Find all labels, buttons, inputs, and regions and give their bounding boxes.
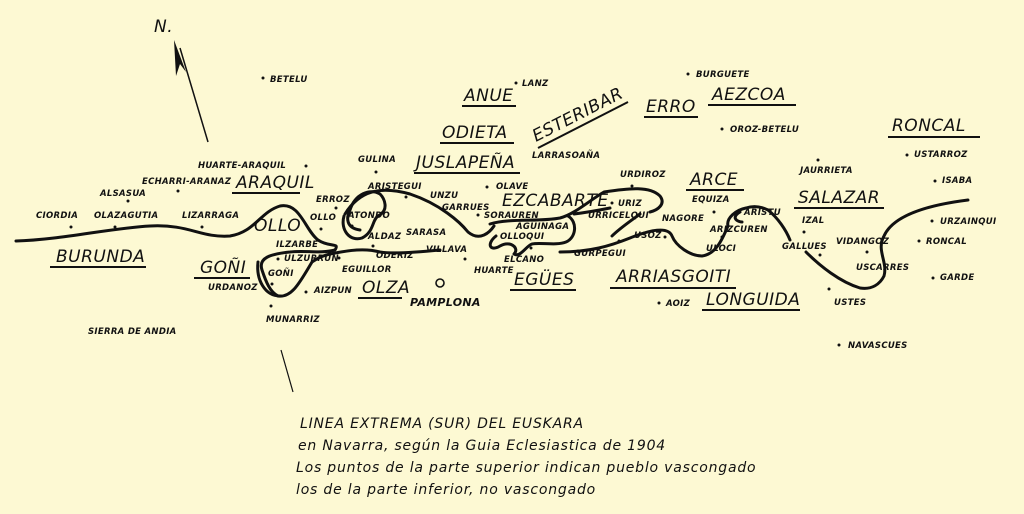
town-ilzarbe: ILZARBE (276, 240, 318, 250)
region-aezcoa: AEZCOA (711, 85, 786, 105)
caption-line-2: en Navarra, según la Guia Eclesiastica d… (298, 438, 666, 454)
region-ezcabarte: EZCABARTE (502, 191, 609, 211)
town-burguete: BURGUETE (696, 70, 750, 80)
north-label: N. (154, 17, 173, 37)
town-ollo: OLLO (310, 213, 336, 223)
region-longuida: LONGUIDA (706, 290, 800, 310)
town-aristu: ARISTU (743, 208, 781, 218)
region-salazar: SALAZAR (798, 188, 880, 208)
town-isaba: ISABA (942, 176, 972, 186)
town-unzu: UNZU (430, 191, 458, 201)
town-izal: IZAL (802, 216, 825, 226)
town-urdanoz: URDANOZ (208, 283, 258, 293)
town-uloci: ULOCI (706, 244, 736, 254)
town-aoiz: AOIZ (665, 299, 691, 309)
town-gurpegui: GURPEGUI (574, 249, 626, 259)
town-olazagutia: OLAZAGUTIA (94, 211, 158, 221)
caption-line-4: los de la parte inferior, no vascongado (296, 482, 596, 498)
town-ustarroz: USTARROZ (914, 150, 968, 160)
town-uriz: URIZ (618, 199, 643, 209)
town-sorauren: SORAUREN (484, 211, 539, 221)
region-egues: EGÜES (514, 268, 574, 290)
region-roncal: RONCAL (892, 116, 966, 136)
town-elcano: ELCANO (504, 255, 544, 265)
town-gulina: GULINA (358, 155, 396, 165)
region-anue: ANUE (463, 86, 514, 106)
region-olza: OLZA (362, 278, 410, 298)
town-alsasua: ALSASUA (99, 189, 146, 199)
town-garde: GARDE (940, 273, 974, 283)
town-dots (69, 72, 937, 347)
region-juslapena: JUSLAPEÑA (413, 151, 515, 173)
town-ciordia: CIORDIA (36, 211, 78, 221)
region-erro: ERRO (646, 97, 696, 117)
town-munarriz: MUNARRIZ (266, 315, 320, 325)
town-urricelqui: URRICELQUI (588, 211, 649, 221)
town-sierra-de-andia: SIERRA DE ANDIA (88, 327, 177, 337)
town-jaurrieta: JAURRIETA (798, 166, 853, 176)
town-urzainqui: URZAINQUI (940, 217, 996, 227)
town-roncal: RONCAL (926, 237, 967, 247)
town-sarasa: SARASA (406, 228, 446, 238)
caption-title: LINEA EXTREMA (SUR) DEL EUSKARA (300, 416, 584, 432)
town-goni: GOÑI (268, 268, 294, 279)
town-ulzurrun: ULZURRUN (284, 254, 339, 264)
caption-line-3: Los puntos de la parte superior indican … (296, 460, 756, 476)
region-ollo: OLLO (254, 216, 301, 236)
language-boundary-line (14, 187, 970, 298)
town-aguinaga: AGUINAGA (515, 222, 569, 232)
region-goni: GOÑI (200, 256, 246, 278)
region-arriasgoiti: ARRIASGOITI (615, 267, 731, 287)
town-usoz: USOZ (634, 231, 662, 241)
map-caption: LINEA EXTREMA (SUR) DEL EUSKARA en Navar… (296, 416, 756, 498)
region-araquil: ARAQUIL (235, 173, 315, 193)
town-aristegui: ARISTEGUI (367, 182, 422, 192)
town-ustes: USTES (834, 298, 866, 308)
town-aldaz: ALDAZ (367, 232, 402, 242)
region-odieta: ODIETA (442, 123, 508, 143)
town-equiza: EQUIZA (692, 195, 730, 205)
town-betelu: BETELU (270, 75, 308, 85)
town-oderiz: ODERIZ (376, 251, 414, 261)
town-lanz: LANZ (522, 79, 549, 89)
town-huarte: HUARTE (474, 266, 514, 276)
town-uscarres: USCARRES (856, 263, 909, 273)
town-echarri-aranaz: ECHARRI-ARANAZ (142, 177, 232, 187)
town-atondo: ATONDO (347, 211, 390, 221)
town-villava: VILLAVA (426, 245, 467, 255)
town-vidangoz: VIDANGOZ (836, 237, 890, 247)
town-gallues: GALLUES (782, 242, 827, 252)
town-erroz: ERROZ (316, 195, 350, 205)
town-garrues: GARRUES (442, 203, 490, 213)
town-olloqui: OLLOQUI (500, 232, 544, 242)
town-urdiroz: URDIROZ (620, 170, 666, 180)
town-oroz-betelu: OROZ-BETELU (730, 125, 799, 135)
town-arizcuren: ARIZCUREN (709, 225, 768, 235)
pamplona-marker-icon (435, 278, 445, 288)
town-nagore: NAGORE (662, 214, 704, 224)
town-olave: OLAVE (496, 182, 529, 192)
town-pamplona: PAMPLONA (410, 296, 481, 309)
region-esteribar: ESTERIBAR (529, 84, 626, 147)
town-larrasoana: LARRASOAÑA (532, 150, 600, 161)
region-arce: ARCE (689, 170, 738, 190)
valley-labels: ANUE ESTERIBAR ERRO AEZCOA ODIETA RONCAL… (50, 84, 980, 311)
town-labels: BETELU LANZ BURGUETE OROZ-BETELU GULINA … (36, 70, 996, 351)
north-arrow-icon (174, 40, 209, 143)
town-eguillor: EGUILLOR (342, 265, 392, 275)
town-lizarraga: LIZARRAGA (182, 211, 239, 221)
town-huarte-araquil: HUARTE-ARAQUIL (198, 161, 286, 171)
town-navascues: NAVASCUES (848, 341, 908, 351)
town-aizpun: AIZPUN (313, 286, 352, 296)
region-burunda: BURUNDA (56, 247, 145, 267)
